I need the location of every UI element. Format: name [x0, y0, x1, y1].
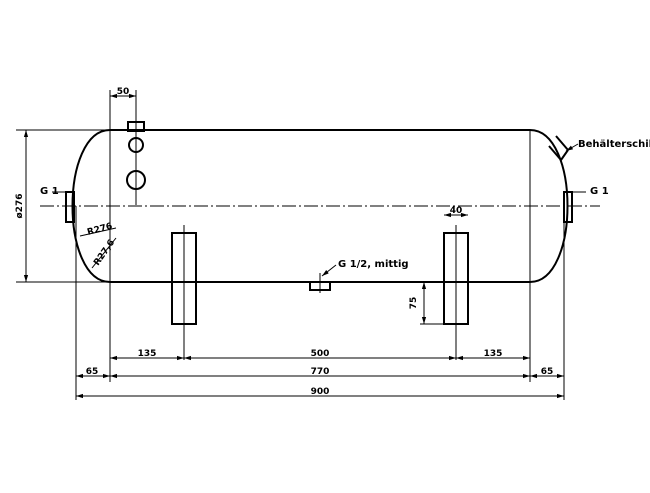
sight-hole-upper	[128, 137, 144, 153]
dim-foot-height: 75	[409, 297, 419, 310]
name-plate-label: Behälterschild	[578, 139, 650, 150]
right-foot	[443, 225, 469, 360]
top-nozzle	[126, 115, 146, 205]
left-port	[65, 191, 75, 223]
sight-hole-lower	[126, 170, 146, 190]
dim-right-foot-pos: 135	[484, 349, 503, 359]
drain-label: G 1/2, mittig	[338, 259, 409, 270]
dim-nozzle-offset: 50	[117, 87, 130, 97]
dim-foot-spacing: 500	[311, 349, 330, 359]
dim-diameter: ø276	[15, 194, 25, 219]
dim-shell-length: 770	[311, 367, 330, 377]
radius-small-label: R27,6	[92, 238, 117, 268]
dim-overall-length: 900	[311, 387, 330, 397]
dim-right-head: 65	[541, 367, 554, 377]
name-plate	[548, 135, 579, 161]
left-foot	[171, 225, 197, 360]
right-head	[529, 129, 569, 283]
port-right-label: G 1	[590, 186, 609, 197]
dim-left-head: 65	[86, 367, 99, 377]
port-left-label: G 1	[40, 186, 59, 197]
dim-foot-width: 40	[450, 206, 463, 216]
dim-left-foot-pos: 135	[138, 349, 157, 359]
drain-leader	[321, 264, 337, 277]
